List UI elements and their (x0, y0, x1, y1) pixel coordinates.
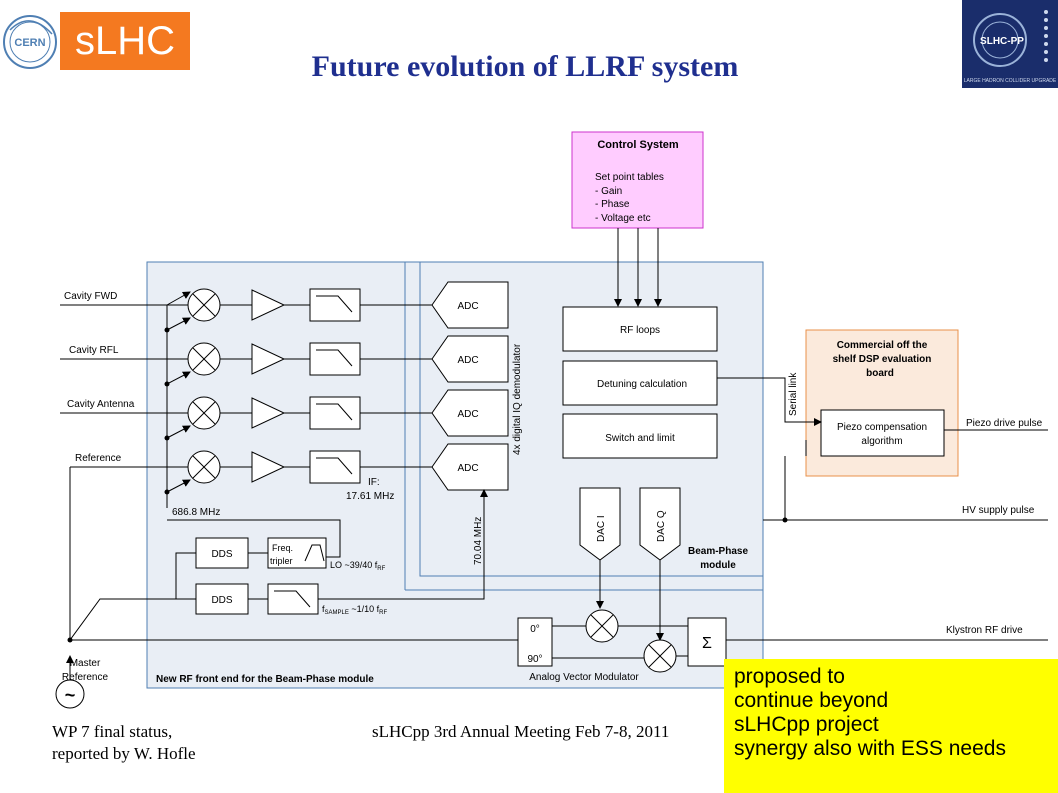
dsp-title-line1: Commercial off the (837, 340, 928, 351)
slhc-badge: sLHC (60, 12, 190, 70)
slhcpp-logo-text: SLHC-PP (980, 36, 1024, 47)
fsample-f: f (322, 604, 325, 614)
adc-4: ADC (457, 463, 478, 474)
adc-3: ADC (457, 409, 478, 420)
proposal-note-line2: continue beyond (734, 689, 889, 712)
slhcpp-logo: SLHC-PP LARGE HADRON COLLIDER UPGRADE (962, 0, 1058, 88)
adc-2: ADC (457, 355, 478, 366)
proposal-note-line1: proposed to (734, 665, 845, 688)
iq-demodulator-label: 4x digital IQ demodulator (512, 343, 523, 455)
vector-mod-90deg: 90° (527, 654, 542, 665)
dds-1: DDS (211, 549, 232, 560)
clock-frequency-label: 70.04 MHz (473, 517, 484, 565)
lo-label-main: LO ~39/40 f (330, 560, 378, 570)
fsample-rf: RF (379, 610, 387, 616)
if-label-line1: IF: (368, 477, 380, 488)
input-cavity-antenna: Cavity Antenna (67, 399, 135, 410)
lo-label-sub: RF (377, 566, 385, 572)
input-cavity-fwd: Cavity FWD (64, 291, 117, 302)
dds-2: DDS (211, 595, 232, 606)
switch-limit-label: Switch and limit (605, 433, 675, 444)
output-klystron: Klystron RF drive (946, 625, 1023, 636)
piezo-algorithm-line1: Piezo compensation (837, 422, 927, 433)
detuning-block (562, 360, 718, 406)
master-reference-line2: Reference (62, 672, 109, 683)
piezo-algorithm-line2: algorithm (861, 436, 902, 447)
control-system-line2: - Gain (595, 186, 622, 197)
footer-left-line1: WP 7 final status, (52, 722, 173, 741)
serial-link-label: Serial link (788, 372, 799, 416)
slhcpp-logo-caption: LARGE HADRON COLLIDER UPGRADE (964, 78, 1057, 84)
proposal-note: proposed to continue beyond sLHCpp proje… (724, 659, 1058, 793)
lo-label: LO ~39/40 fRF (330, 560, 386, 572)
lo-frequency-label: 686.8 MHz (172, 507, 220, 518)
output-piezo: Piezo drive pulse (966, 418, 1043, 429)
if-label-line2: 17.61 MHz (346, 491, 394, 502)
freq-tripler-line2: tripler (270, 556, 293, 566)
freq-tripler-line1: Freq. (272, 543, 293, 553)
fsample-rest: ~1/10 f (349, 604, 380, 614)
rf-loops-block (562, 306, 718, 352)
input-reference: Reference (75, 453, 122, 464)
beam-phase-label-line1: Beam-Phase (688, 546, 748, 557)
tilde-symbol: ~ (65, 685, 76, 705)
page-title: Future evolution of LLRF system (311, 50, 739, 83)
detuning-label: Detuning calculation (597, 379, 687, 390)
control-system-line1: Set point tables (595, 172, 664, 183)
sigma-symbol: Σ (702, 635, 712, 652)
footer-center: sLHCpp 3rd Annual Meeting Feb 7-8, 2011 (372, 722, 670, 741)
rf-loops-label: RF loops (620, 325, 660, 336)
control-system-box (571, 131, 704, 229)
vector-mod-caption: Analog Vector Modulator (529, 672, 639, 683)
adc-1: ADC (457, 301, 478, 312)
control-system-title: Control System (597, 139, 679, 151)
beam-phase-label-line2: module (700, 560, 736, 571)
dsp-title-line3: board (866, 368, 894, 379)
vector-mod-0deg: 0° (530, 624, 540, 635)
control-system-line3: - Phase (595, 199, 630, 210)
master-reference-source (55, 679, 85, 709)
control-system-line4: - Voltage etc (595, 213, 651, 224)
fsample-sub: SAMPLE (325, 610, 349, 616)
input-cavity-rfl: Cavity RFL (69, 345, 119, 356)
dac-i-block (579, 487, 621, 561)
footer-left-line2: reported by W. Hofle (52, 744, 196, 763)
dac-q-label: DAC Q (656, 510, 667, 542)
dac-q-block (639, 487, 681, 561)
piezo-algorithm-block (820, 409, 945, 457)
switch-limit-block (562, 413, 718, 459)
proposal-note-line4: synergy also with ESS needs (734, 737, 1006, 760)
cern-logo-text: CERN (14, 37, 45, 49)
dac-i-label: DAC I (596, 515, 607, 542)
master-reference-line1: Master (70, 658, 101, 669)
output-hv: HV supply pulse (962, 505, 1035, 516)
proposal-note-line3: sLHCpp project (734, 713, 879, 736)
cern-logo: CERN (3, 15, 57, 69)
dsp-title-line2: shelf DSP evaluation (833, 354, 932, 365)
front-end-caption: New RF front end for the Beam-Phase modu… (156, 674, 374, 685)
fsample-label: fSAMPLE ~1/10 fRF (322, 604, 387, 616)
